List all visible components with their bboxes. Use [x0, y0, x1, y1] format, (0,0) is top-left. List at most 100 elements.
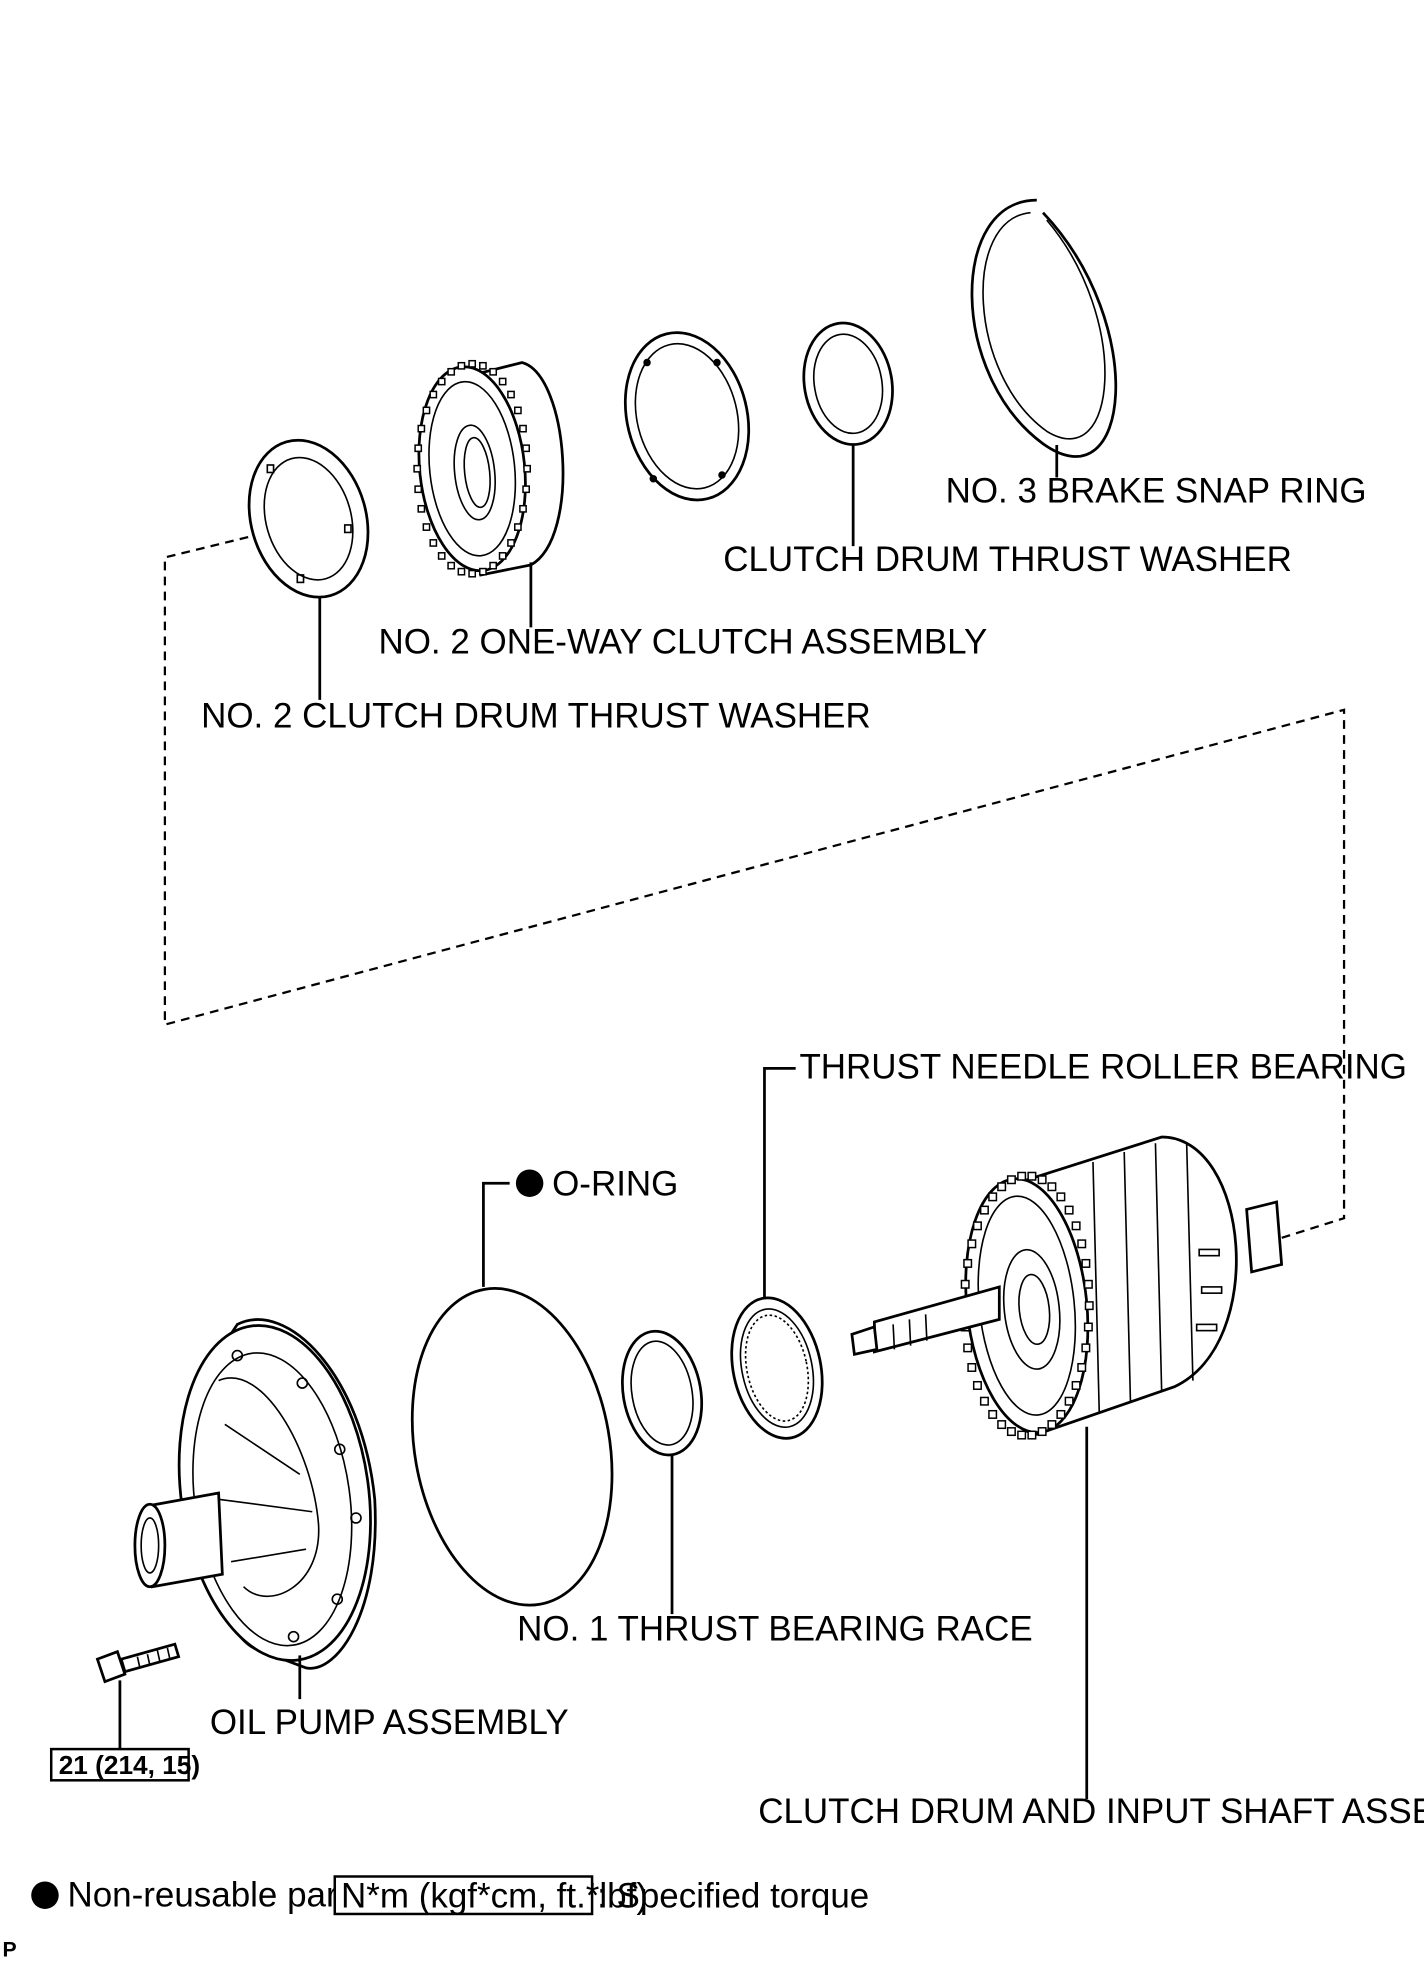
gear-tooth — [1064, 1396, 1074, 1406]
gear-tooth — [507, 390, 515, 399]
corner-mark: P — [2, 1938, 16, 1961]
gear-tooth — [447, 561, 456, 570]
gear-tooth — [1081, 1258, 1091, 1268]
drum-washer-part — [802, 321, 894, 547]
gear-tooth — [437, 377, 446, 386]
gear-tooth — [498, 552, 507, 560]
gear-tooth — [988, 1409, 998, 1419]
gear-tooth — [417, 504, 426, 513]
gear-tooth — [1064, 1205, 1074, 1215]
gear-tooth — [429, 539, 438, 547]
o-ring-part — [410, 1181, 614, 1607]
gear-tooth — [523, 464, 532, 473]
snap-ring-part — [970, 198, 1118, 478]
gear-tooth — [1071, 1380, 1081, 1390]
gear-tooth — [422, 406, 431, 415]
gear-tooth — [468, 359, 477, 368]
gear-tooth — [489, 367, 498, 376]
gear-tooth — [522, 444, 531, 453]
gear-tooth — [429, 390, 438, 399]
gear-tooth — [1017, 1430, 1027, 1440]
label-one-way-clutch: NO. 2 ONE-WAY CLUTCH ASSEMBLY — [378, 623, 987, 662]
label-o-ring: O-RING — [552, 1165, 678, 1204]
gear-tooth — [519, 424, 527, 433]
gear-tooth — [514, 406, 522, 415]
gear-tooth — [1071, 1221, 1081, 1231]
gear-tooth — [514, 523, 522, 531]
label-drum-washer: CLUTCH DRUM THRUST WASHER — [723, 540, 1292, 579]
gear-tooth — [963, 1343, 973, 1353]
gear-tooth — [1017, 1171, 1027, 1181]
gear-tooth — [1056, 1409, 1066, 1419]
label-oil-pump: OIL PUMP ASSEMBLY — [210, 1703, 569, 1742]
gear-tooth — [979, 1396, 989, 1406]
label-bearing-race: NO. 1 THRUST BEARING RACE — [517, 1609, 1033, 1648]
torque-box — [49, 1747, 190, 1782]
label-no2-washer: NO. 2 CLUTCH DRUM THRUST WASHER — [201, 696, 871, 735]
gear-tooth — [1006, 1427, 1016, 1437]
oil-pump-part — [133, 1318, 377, 1700]
one-way-clutch-part — [413, 359, 565, 628]
gear-tooth — [507, 539, 515, 547]
legend: Non-reusable part N*m (kgf*cm, ft.*lbf) … — [31, 1875, 869, 1916]
gear-tooth — [967, 1239, 977, 1249]
legend-non-reusable: Non-reusable part — [67, 1875, 347, 1914]
gear-tooth — [997, 1420, 1007, 1430]
gear-tooth — [479, 361, 487, 370]
gear-tooth — [997, 1182, 1007, 1192]
gear-tooth — [1037, 1175, 1047, 1185]
gear-tooth — [457, 567, 466, 576]
gear-tooth — [1077, 1239, 1087, 1249]
gear-tooth — [972, 1380, 982, 1390]
gear-tooth — [1083, 1279, 1093, 1289]
gear-tooth — [1083, 1322, 1093, 1332]
gear-tooth — [519, 504, 527, 513]
gear-tooth — [1081, 1343, 1091, 1353]
gear-tooth — [498, 377, 507, 386]
gear-tooth — [1056, 1192, 1066, 1202]
gear-tooth — [437, 552, 446, 560]
no2-washer-part — [247, 438, 370, 700]
clutch-plate-part — [623, 331, 751, 502]
upper-dashed-alignment — [163, 528, 1346, 1241]
torque-value: 21 (214, 15) — [59, 1750, 200, 1780]
gear-tooth — [422, 523, 431, 531]
gear-tooth — [1027, 1430, 1037, 1440]
gear-tooth — [1077, 1362, 1087, 1372]
filled-circle-icon — [515, 1169, 544, 1197]
gear-tooth — [522, 485, 531, 494]
gear-tooth — [1037, 1427, 1047, 1437]
gear-tooth — [417, 424, 426, 433]
gear-tooth — [468, 569, 477, 578]
gear-tooth — [1084, 1301, 1094, 1311]
label-snap-ring: NO. 3 BRAKE SNAP RING — [946, 471, 1367, 510]
gear-tooth — [1047, 1420, 1057, 1430]
gear-tooth — [1006, 1175, 1016, 1185]
label-drum-shaft: CLUTCH DRUM AND INPUT SHAFT ASSEMBLY — [758, 1792, 1424, 1831]
gear-tooth — [972, 1221, 982, 1231]
drum-shaft-part — [850, 1135, 1284, 1800]
bolt-part — [95, 1642, 181, 1750]
filled-circle-icon — [31, 1881, 59, 1909]
gear-tooth — [1027, 1171, 1037, 1181]
gear-tooth — [413, 464, 422, 473]
gear-tooth — [479, 567, 487, 576]
gear-tooth — [988, 1192, 998, 1202]
needle-bearing-part — [730, 1066, 824, 1440]
gear-tooth — [457, 361, 466, 370]
gear-tooth — [967, 1362, 977, 1372]
gear-tooth — [979, 1205, 989, 1215]
gear-tooth — [414, 485, 423, 494]
gear-tooth — [414, 444, 423, 453]
gear-tooth — [963, 1258, 973, 1268]
bearing-race-part — [621, 1329, 704, 1615]
gear-tooth — [489, 561, 498, 570]
label-needle-bearing: THRUST NEEDLE ROLLER BEARING — [799, 1047, 1407, 1086]
legend-torque-box — [333, 1875, 594, 1916]
legend-torque-units: N*m (kgf*cm, ft.*lbf) — [341, 1877, 648, 1916]
gear-tooth — [960, 1279, 970, 1289]
gear-tooth — [1047, 1182, 1057, 1192]
gear-tooth — [447, 367, 456, 376]
